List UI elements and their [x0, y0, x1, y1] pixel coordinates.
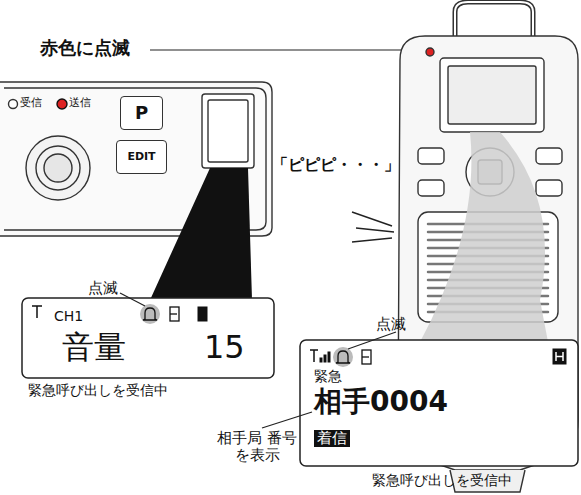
caption: 緊急呼び出しを受信中 [372, 472, 512, 488]
callout-text: 点滅 [88, 280, 118, 297]
leader-line [150, 49, 428, 50]
indicator-label: 受信 [20, 97, 42, 110]
node-text: 緊急 [314, 368, 342, 384]
sound-label: 「ピピピ・・・」 [272, 156, 400, 174]
node-text: EDIT [117, 151, 166, 164]
screen-icons [32, 304, 207, 324]
screen-bezel [22, 298, 274, 378]
lcd-screen: CH1 音量 15 [28, 303, 268, 373]
node-text: 15 [204, 329, 245, 366]
zoom-wedge [420, 132, 548, 342]
screen-icons [310, 347, 566, 367]
sound-marks [352, 212, 394, 242]
node-text: CH1 [54, 308, 83, 324]
leader-line [262, 412, 312, 428]
indicator-label: 送信 [69, 97, 91, 110]
screen-bezel [300, 340, 578, 466]
leader-line [348, 332, 396, 349]
p-button: P [120, 96, 163, 130]
node-text: 音量 [62, 329, 126, 366]
callout-text: 点滅 [376, 316, 406, 333]
edit-button: EDIT [116, 140, 167, 174]
node-text: 相手0004 [314, 386, 448, 418]
lcd-screen: 緊急相手0004 着信 [306, 346, 572, 460]
zoom-wedge [150, 168, 252, 300]
node-text: 着信 [314, 430, 350, 447]
callout-text: 赤色に点滅 [40, 38, 130, 59]
caption: 緊急呼び出しを受信中 [28, 382, 168, 398]
node-text: P [121, 103, 162, 124]
leader-line [120, 293, 145, 306]
callout-text: 相手局 番号を表示 [214, 430, 300, 465]
